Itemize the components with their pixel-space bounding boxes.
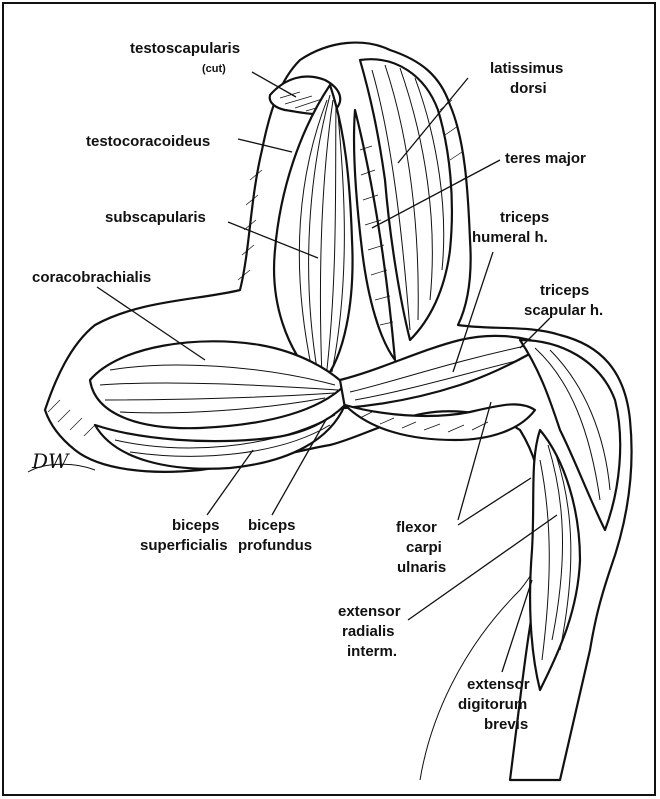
label-coracobrachialis: coracobrachialis [32, 269, 151, 286]
label-flexor-3: ulnaris [397, 559, 446, 576]
label-extensor-digitorum-1: extensor [467, 676, 530, 693]
label-biceps-superficialis-1: biceps [172, 517, 220, 534]
label-flexor-1: flexor [396, 519, 437, 536]
label-triceps-humeral-2: humeral h. [472, 229, 548, 246]
label-triceps-scapular-2: scapular h. [524, 302, 603, 319]
label-teres-major: teres major [505, 150, 586, 167]
label-flexor-2: carpi [406, 539, 442, 556]
label-biceps-superficialis-2: superficialis [140, 537, 228, 554]
label-testoscapularis: testoscapularis [130, 40, 240, 57]
label-extensor-digitorum-2: digitorum [458, 696, 527, 713]
label-testocoracoideus: testocoracoideus [86, 133, 210, 150]
artist-signature: DW [31, 449, 70, 473]
label-extensor-radialis-2: radialis [342, 623, 395, 640]
leader-flexor-2 [458, 478, 531, 525]
label-biceps-profundus-1: biceps [248, 517, 296, 534]
label-triceps-humeral-1: triceps [500, 209, 549, 226]
label-extensor-radialis-1: extensor [338, 603, 401, 620]
label-subscapularis: subscapularis [105, 209, 206, 226]
label-testoscapularis-note: (cut) [202, 63, 226, 75]
label-triceps-scapular-1: triceps [540, 282, 589, 299]
label-latissimus-1: latissimus [490, 60, 563, 77]
label-latissimus-2: dorsi [510, 80, 547, 97]
label-extensor-digitorum-3: brevis [484, 716, 528, 733]
label-extensor-radialis-3: interm. [347, 643, 397, 660]
label-biceps-profundus-2: profundus [238, 537, 312, 554]
